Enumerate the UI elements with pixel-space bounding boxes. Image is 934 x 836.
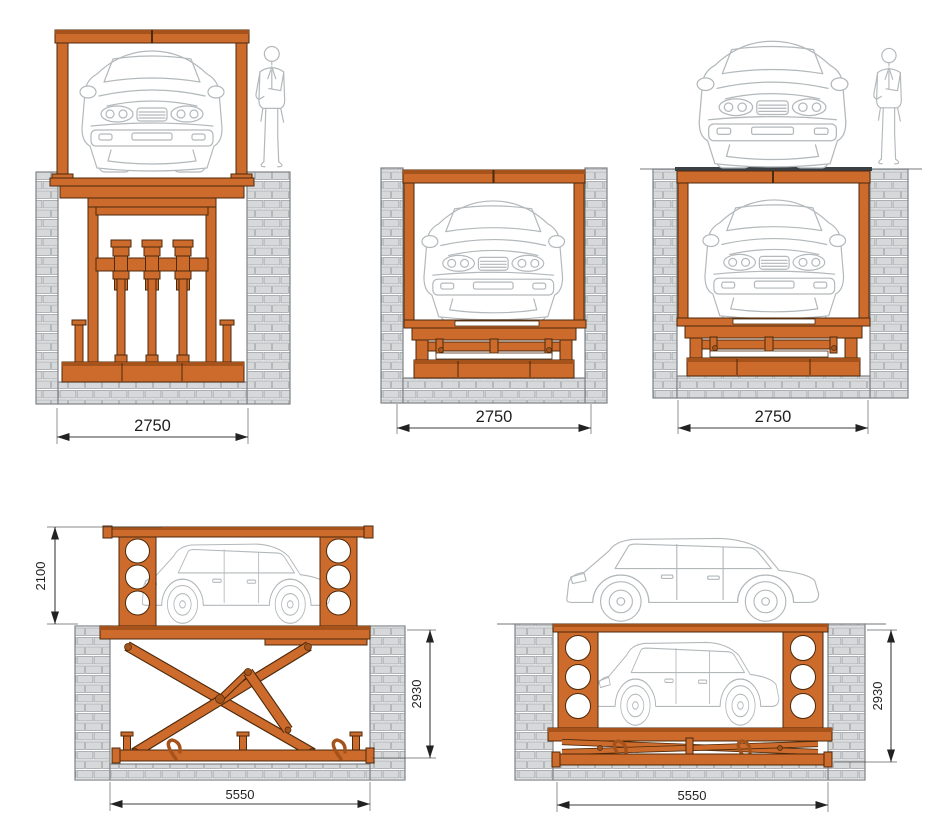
car-front-sketch — [79, 50, 225, 173]
lift-platform-deck — [49, 177, 255, 208]
scissor-mechanism — [111, 641, 375, 764]
person-figure — [255, 45, 286, 168]
dimension-pit-length: 5550 — [109, 782, 371, 811]
pit-floor — [57, 381, 248, 405]
folded-scissor-mechanism — [551, 737, 833, 768]
platform-structure — [99, 525, 374, 646]
folded-scissor-mechanism — [686, 336, 861, 377]
dim-label-2750: 2750 — [755, 408, 792, 426]
lift-gantry-frame — [51, 29, 253, 180]
panel-front-raised: 2750 — [35, 29, 291, 444]
car-front-sketch-pit — [702, 199, 847, 321]
dimension-pit-width: 2750 — [677, 400, 869, 434]
pit-wall-left — [35, 171, 59, 405]
pit-wall-left — [652, 168, 678, 399]
dimension-pit-width: 2750 — [56, 408, 249, 444]
dim-label-2930: 2930 — [409, 680, 424, 709]
pit-wall-right — [369, 625, 406, 781]
dimension-pit-length: 5550 — [556, 782, 829, 812]
dim-label-2750: 2750 — [134, 417, 171, 435]
dim-label-2100: 2100 — [33, 562, 48, 591]
platform-structure — [547, 631, 833, 742]
pit-wall-left — [514, 623, 554, 781]
pit-wall-left — [380, 167, 404, 404]
car-side-sketch-ground — [566, 537, 820, 622]
dim-label-2930: 2930 — [870, 682, 885, 711]
platform-tower-right — [319, 536, 358, 627]
dimension-platform-height: 2100 — [33, 526, 162, 625]
dimension-pit-width: 2750 — [396, 404, 592, 434]
pit-wall-right — [869, 168, 909, 399]
panel-side-raised: 2100 2930 5550 — [33, 525, 436, 811]
lift-platform-deck — [403, 319, 587, 341]
base-bumper-posts — [120, 731, 363, 751]
pit-wall-right — [584, 167, 608, 404]
panel-front-lowered: 2750 — [380, 167, 608, 434]
platform-tower-left — [118, 536, 157, 627]
dimension-pit-depth: 2930 — [372, 629, 436, 759]
car-side-sketch — [141, 543, 331, 624]
pit-floor — [552, 763, 829, 781]
lift-cover-frame — [675, 167, 872, 320]
dim-label-5550: 5550 — [678, 788, 707, 803]
dim-label-2750: 2750 — [476, 408, 513, 426]
car-front-sketch — [421, 200, 566, 322]
pit-floor — [402, 377, 586, 404]
telescopic-cylinder — [141, 239, 163, 366]
dimension-pit-depth: 2930 — [834, 629, 897, 763]
platform-tower-left — [557, 631, 599, 729]
car-side-sketch-pit — [595, 641, 780, 726]
pit-floor — [676, 375, 871, 399]
pit-wall-right — [246, 171, 291, 405]
panel-side-lowered: 2930 5550 — [497, 537, 897, 812]
folded-scissor-mechanism — [413, 338, 575, 379]
pit-floor — [109, 763, 371, 781]
pit-wall-right — [827, 623, 866, 781]
car-front-sketch-ground — [696, 40, 849, 169]
lift-platform-deck — [676, 317, 871, 339]
dim-label-5550: 5550 — [226, 787, 255, 802]
panel-front-parked: 2750 — [640, 40, 922, 434]
platform-tower-right — [782, 631, 824, 729]
telescopic-cylinder — [172, 239, 194, 366]
pit-wall-left — [74, 625, 111, 781]
telescopic-lift-mechanism — [61, 206, 245, 383]
person-figure — [873, 47, 902, 165]
telescopic-cylinder — [110, 239, 132, 366]
